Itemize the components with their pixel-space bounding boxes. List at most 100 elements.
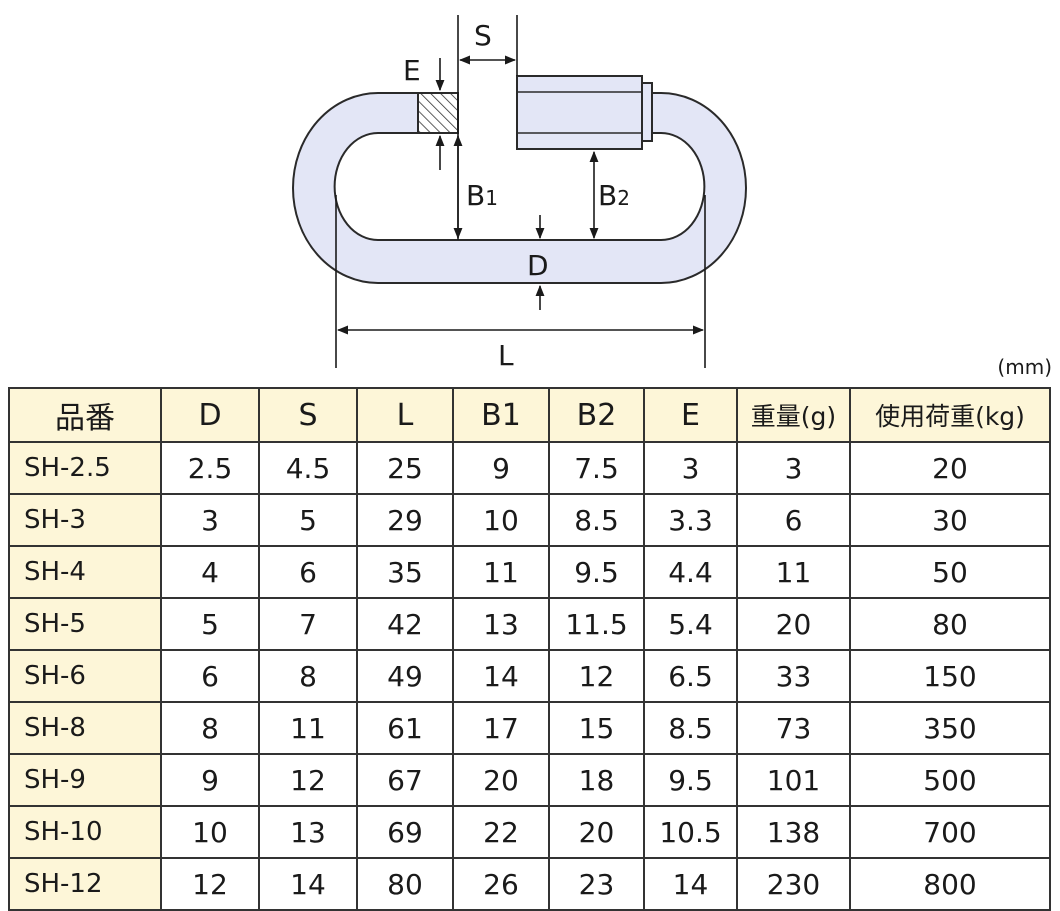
value-cell: 80: [849, 597, 1051, 651]
value-cell: 13: [258, 805, 358, 859]
value-cell: 9: [452, 441, 550, 495]
value-cell: 101: [736, 753, 851, 807]
model-cell: SH-3: [8, 493, 162, 547]
value-cell: 5: [258, 493, 358, 547]
value-cell: 700: [849, 805, 1051, 859]
value-cell: 29: [356, 493, 454, 547]
value-cell: 49: [356, 649, 454, 703]
value-cell: 9: [160, 753, 260, 807]
value-cell: 4.5: [258, 441, 358, 495]
model-cell: SH-5: [8, 597, 162, 651]
value-cell: 3: [643, 441, 738, 495]
model-cell: SH-9: [8, 753, 162, 807]
cut-section: [417, 92, 459, 134]
value-cell: 6: [160, 649, 260, 703]
value-cell: 10: [160, 805, 260, 859]
model-cell: SH-12: [8, 857, 162, 911]
value-cell: 5: [160, 597, 260, 651]
label-l: L: [498, 339, 514, 372]
value-cell: 12: [258, 753, 358, 807]
value-cell: 9.5: [548, 545, 645, 599]
value-cell: 4.4: [643, 545, 738, 599]
value-cell: 150: [849, 649, 1051, 703]
dimension-lines: [335, 15, 706, 368]
value-cell: 13: [452, 597, 550, 651]
model-cell: SH-8: [8, 701, 162, 755]
value-cell: 35: [356, 545, 454, 599]
value-cell: 138: [736, 805, 851, 859]
value-cell: 10: [452, 493, 550, 547]
value-cell: 26: [452, 857, 550, 911]
value-cell: 6: [258, 545, 358, 599]
value-cell: 10.5: [643, 805, 738, 859]
sleeve-nut: [516, 75, 643, 150]
value-cell: 3: [736, 441, 851, 495]
value-cell: 800: [849, 857, 1051, 911]
value-cell: 14: [258, 857, 358, 911]
column-header: B2: [548, 387, 645, 443]
value-cell: 14: [452, 649, 550, 703]
value-cell: 7: [258, 597, 358, 651]
quick-link-diagram: S E B1 B2 D L: [292, 15, 747, 372]
value-cell: 12: [160, 857, 260, 911]
model-cell: SH-6: [8, 649, 162, 703]
value-cell: 3: [160, 493, 260, 547]
value-cell: 73: [736, 701, 851, 755]
value-cell: 500: [849, 753, 1051, 807]
value-cell: 5.4: [643, 597, 738, 651]
value-cell: 9.5: [643, 753, 738, 807]
value-cell: 8: [160, 701, 260, 755]
unit-label: (mm): [997, 355, 1052, 379]
label-b2: B2: [598, 179, 630, 212]
value-cell: 69: [356, 805, 454, 859]
value-cell: 25: [356, 441, 454, 495]
column-header: S: [258, 387, 358, 443]
value-cell: 20: [452, 753, 550, 807]
column-header: 使用荷重(kg): [849, 387, 1051, 443]
model-cell: SH-4: [8, 545, 162, 599]
column-header: 重量(g): [736, 387, 851, 443]
value-cell: 30: [849, 493, 1051, 547]
value-cell: 50: [849, 545, 1051, 599]
value-cell: 4: [160, 545, 260, 599]
value-cell: 12: [548, 649, 645, 703]
value-cell: 20: [849, 441, 1051, 495]
label-d: D: [527, 249, 549, 282]
label-s: S: [474, 19, 492, 52]
model-cell: SH-2.5: [8, 441, 162, 495]
value-cell: 3.3: [643, 493, 738, 547]
value-cell: 6: [736, 493, 851, 547]
column-header: L: [356, 387, 454, 443]
model-cell: SH-10: [8, 805, 162, 859]
value-cell: 23: [548, 857, 645, 911]
label-e: E: [403, 54, 421, 87]
value-cell: 350: [849, 701, 1051, 755]
value-cell: 8: [258, 649, 358, 703]
column-header: E: [643, 387, 738, 443]
column-header: B1: [452, 387, 550, 443]
value-cell: 42: [356, 597, 454, 651]
value-cell: 22: [452, 805, 550, 859]
value-cell: 11.5: [548, 597, 645, 651]
value-cell: 7.5: [548, 441, 645, 495]
value-cell: 33: [736, 649, 851, 703]
value-cell: 2.5: [160, 441, 260, 495]
label-b1: B1: [466, 179, 498, 212]
value-cell: 80: [356, 857, 454, 911]
value-cell: 8.5: [643, 701, 738, 755]
value-cell: 11: [452, 545, 550, 599]
value-cell: 8.5: [548, 493, 645, 547]
value-cell: 67: [356, 753, 454, 807]
column-header: D: [160, 387, 260, 443]
value-cell: 20: [736, 597, 851, 651]
